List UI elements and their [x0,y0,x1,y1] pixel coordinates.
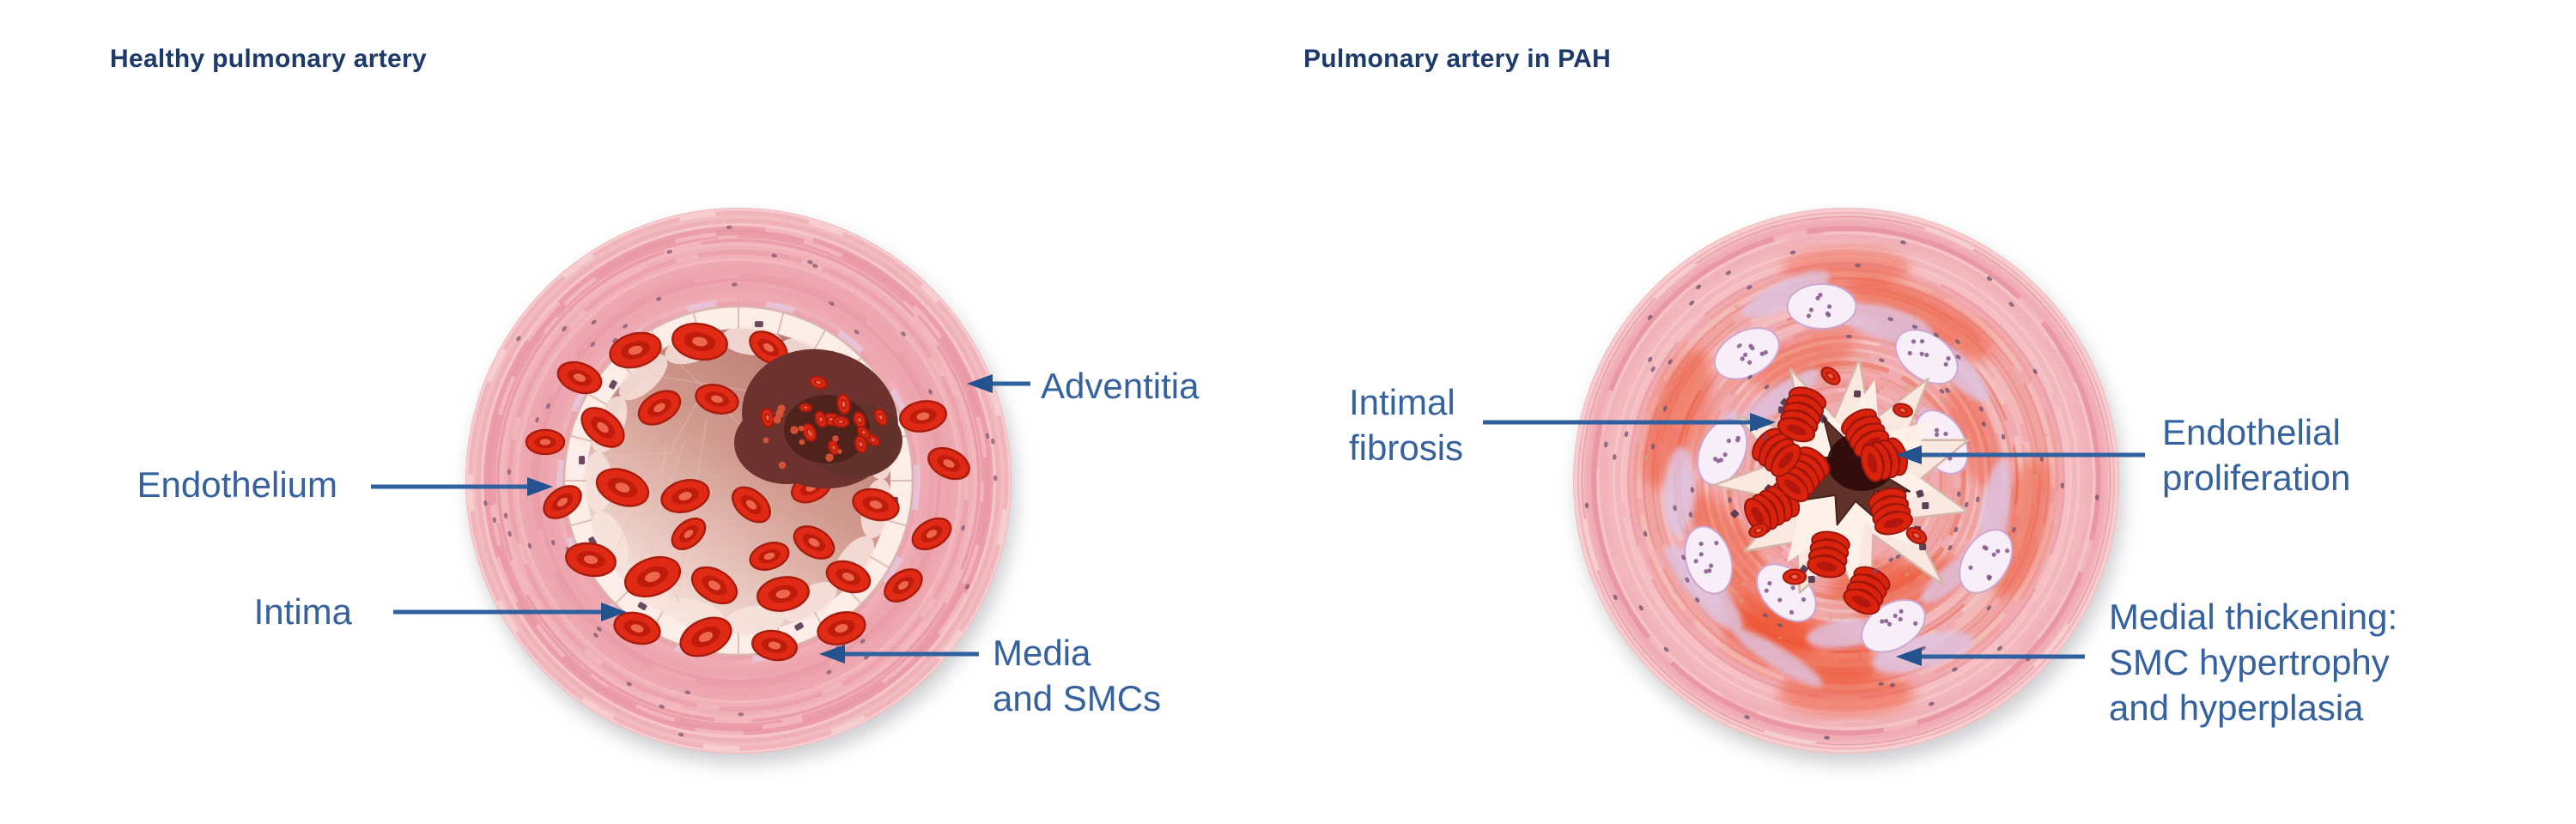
right-panel-title: Pulmonary artery in PAH [1303,45,1612,73]
medial-thickening-label: Medial thickening: SMC hypertrophy and h… [2109,594,2397,730]
medial-thickening-label-line2: SMC hypertrophy [2109,642,2390,682]
left-panel-title: Healthy pulmonary artery [110,45,427,73]
endothelial-proliferation-label-line2: proliferation [2162,457,2351,498]
medial-thickening-label-line1: Medial thickening: [2109,597,2398,637]
medial-thickening-arrow [1896,647,2085,666]
medial-thickening-label-line3: and hyperplasia [2109,688,2364,728]
pah-artery-illustration [1573,208,2119,754]
endothelial-proliferation-arrow [1896,445,2145,464]
intima-arrow [393,603,627,621]
media-smcs-label: Media and SMCs [993,630,1161,721]
intimal-fibrosis-label-line2: fibrosis [1349,427,1464,468]
adventitia-label: Adventitia [1041,366,1200,406]
intima-label: Intima [253,591,352,632]
media-smcs-label-line1: Media [993,633,1091,673]
intimal-fibrosis-label-line1: Intimal [1349,382,1455,422]
adventitia-arrow [967,374,1030,393]
endothelial-proliferation-label: Endothelial proliferation [2162,409,2350,500]
endothelial-proliferation-label-line1: Endothelial [2162,412,2341,452]
media-smcs-arrow [819,645,979,663]
intimal-fibrosis-arrow [1483,413,1776,432]
endothelium-arrow [371,477,553,496]
endothelium-label: Endothelium [137,464,337,505]
media-smcs-label-line2: and SMCs [993,678,1162,718]
intimal-fibrosis-label: Intimal fibrosis [1349,379,1463,470]
